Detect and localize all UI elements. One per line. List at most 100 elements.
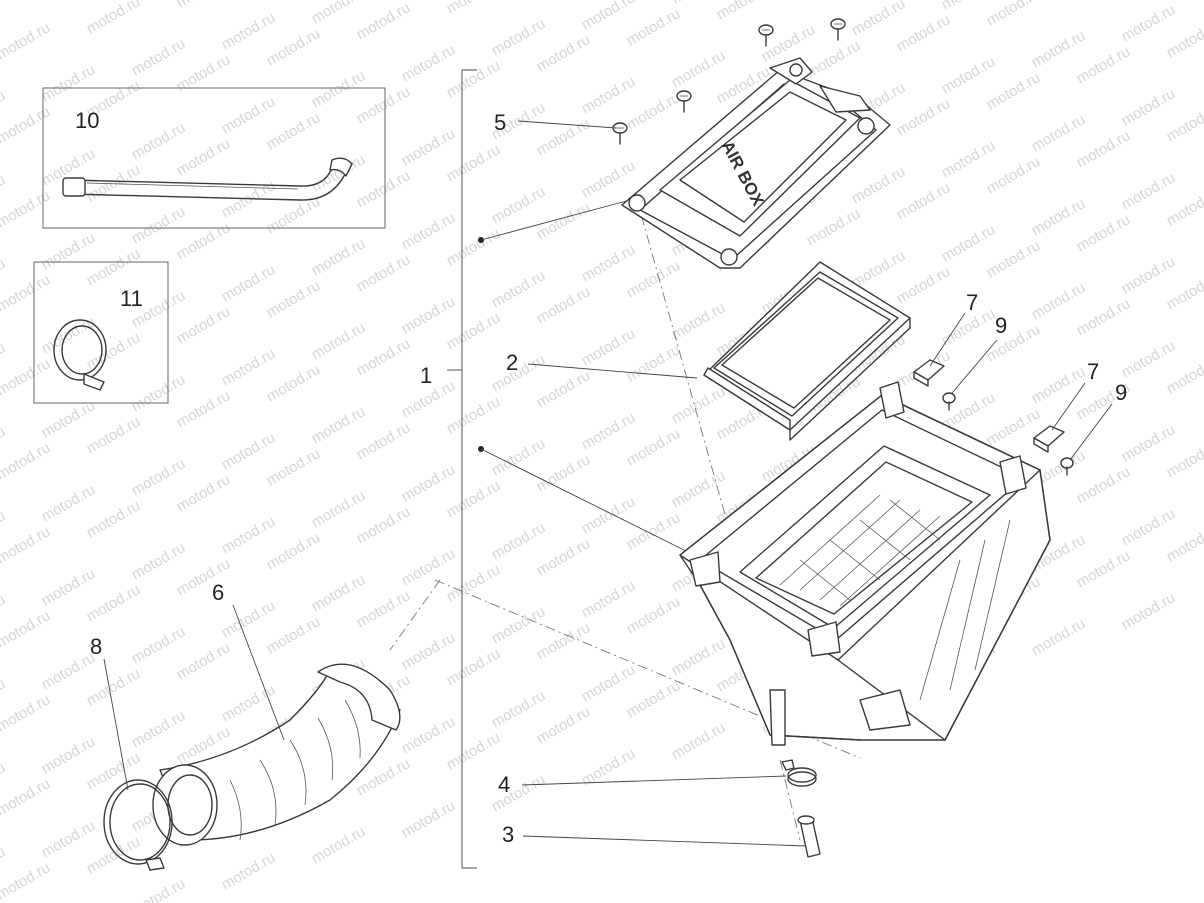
watermark-text: motod.ru xyxy=(849,163,909,207)
watermark-text: motod.ru xyxy=(174,0,234,11)
callout-11: 11 xyxy=(120,286,143,311)
callout-8: 8 xyxy=(90,634,102,659)
watermark-text: motod.ru xyxy=(0,355,53,399)
watermark-text: motod.ru xyxy=(534,283,594,327)
watermark-text: motod.ru xyxy=(39,229,99,273)
watermark-text: motod.ru xyxy=(264,613,324,657)
watermark-text: motod.ru xyxy=(219,597,279,641)
watermark-text: motod.ru xyxy=(1164,101,1204,145)
hose-clamp-icon xyxy=(53,319,107,391)
watermark-text: motod.ru xyxy=(219,849,279,893)
watermark-text: motod.ru xyxy=(624,89,684,133)
watermark-text: motod.ru xyxy=(309,67,369,111)
watermark-text: motod.ru xyxy=(174,471,234,515)
watermark-text: motod.ru xyxy=(1164,17,1204,61)
watermark-text: motod.ru xyxy=(534,703,594,747)
watermark-text: motod.ru xyxy=(1029,279,1089,323)
watermark-text: motod.ru xyxy=(309,403,369,447)
callout-7b: 7 xyxy=(1087,359,1099,384)
watermark-text: motod.ru xyxy=(39,481,99,525)
watermark-text: motod.ru xyxy=(354,0,414,43)
watermark-text: motod.ru xyxy=(1119,505,1179,549)
watermark-text: motod.ru xyxy=(0,775,53,819)
watermark-text: motod.ru xyxy=(0,523,53,567)
watermark-text: motod.ru xyxy=(1119,337,1179,381)
callout-4: 4 xyxy=(498,772,510,797)
watermark-text: motod.ru xyxy=(0,439,53,483)
watermark-text: motod.ru xyxy=(579,409,639,453)
watermark-text: motod.ru xyxy=(354,419,414,463)
watermark-text: motod.ru xyxy=(399,545,459,589)
watermark-text: motod.ru xyxy=(939,137,999,181)
watermark-text: motod.ru xyxy=(984,321,1044,365)
watermark-text: motod.ru xyxy=(264,529,324,573)
watermark-text: motod.ru xyxy=(399,629,459,673)
clip-nut-icons xyxy=(913,359,1065,453)
bolt-icons xyxy=(942,392,1074,476)
watermark-text: motod.ru xyxy=(444,561,504,605)
watermark-text: motod.ru xyxy=(984,69,1044,113)
watermark-text: motod.ru xyxy=(39,313,99,357)
watermark-text: motod.ru xyxy=(264,109,324,153)
watermark-text: motod.ru xyxy=(399,125,459,169)
watermark-text: motod.ru xyxy=(219,261,279,305)
watermark-text: motod.ru xyxy=(1119,1,1179,45)
watermark-text: motod.ru xyxy=(399,797,459,841)
watermark-text: motod.ru xyxy=(444,57,504,101)
watermark-text: motod.ru xyxy=(444,309,504,353)
watermark-text: motod.ru xyxy=(264,445,324,489)
callout-1: 1 xyxy=(420,363,432,388)
watermark-text: motod.ru xyxy=(84,749,144,793)
watermark-text: motod.ru xyxy=(129,875,189,903)
watermark-text: motod.ru xyxy=(624,509,684,553)
watermark-text: motod.ru xyxy=(894,179,954,223)
callout-7a: 7 xyxy=(966,290,978,315)
watermark-text: motod.ru xyxy=(534,535,594,579)
watermark-text: motod.ru xyxy=(579,241,639,285)
watermark-text: motod.ru xyxy=(489,267,549,311)
watermark-text: motod.ru xyxy=(534,619,594,663)
watermark-text: motod.ru xyxy=(984,0,1044,29)
watermark-text: motod.ru xyxy=(1164,269,1204,313)
watermark-text: motod.ru xyxy=(624,341,684,385)
watermark-text: motod.ru xyxy=(219,93,279,137)
watermark-text: motod.ru xyxy=(1119,169,1179,213)
watermark-text: motod.ru xyxy=(489,351,549,395)
watermark-text: motod.ru xyxy=(804,37,864,81)
watermark-text: motod.ru xyxy=(489,183,549,227)
watermark-text: motod.ru xyxy=(129,371,189,415)
callout-5: 5 xyxy=(494,110,506,135)
airbox-lid-icon: AIR BOX xyxy=(621,57,891,269)
watermark-text: motod.ru xyxy=(669,47,729,91)
callout-labels: 1 2 3 4 5 6 7 7 8 9 9 10 11 xyxy=(75,108,1127,847)
watermark-text: motod.ru xyxy=(1074,127,1134,171)
watermark-text: motod.ru xyxy=(1074,211,1134,255)
watermark-text: motod.ru xyxy=(399,209,459,253)
watermark-text: motod.ru xyxy=(579,577,639,621)
drain-plug-icon xyxy=(797,815,821,858)
watermark-text: motod.ru xyxy=(489,519,549,563)
watermark-text: motod.ru xyxy=(669,467,729,511)
watermark-text: motod.ru xyxy=(174,555,234,599)
air-filter-element-icon xyxy=(703,261,911,441)
watermark-text: motod.ru xyxy=(174,135,234,179)
watermark-text: motod.ru xyxy=(0,187,53,231)
leader-lines xyxy=(103,120,1113,847)
watermark-text: motod.ru xyxy=(489,15,549,59)
watermark-text: motod.ru xyxy=(579,73,639,117)
watermark-text: motod.ru xyxy=(219,513,279,557)
part-11-frame xyxy=(33,261,169,404)
watermark-text: motod.ru xyxy=(579,661,639,705)
watermark-text: motod.ru xyxy=(579,493,639,537)
watermark-text: motod.ru xyxy=(894,95,954,139)
watermark-text: motod.ru xyxy=(264,361,324,405)
watermark-text: motod.ru xyxy=(444,0,504,17)
watermark-text: motod.ru xyxy=(804,205,864,249)
watermark-text: motod.ru xyxy=(84,329,144,373)
watermark-text: motod.ru xyxy=(624,677,684,721)
watermark-text: motod.ru xyxy=(669,719,729,763)
watermark-text: motod.ru xyxy=(219,429,279,473)
watermark-text: motod.ru xyxy=(84,0,144,37)
watermark-text: motod.ru xyxy=(0,271,53,315)
callout-3: 3 xyxy=(502,822,514,847)
